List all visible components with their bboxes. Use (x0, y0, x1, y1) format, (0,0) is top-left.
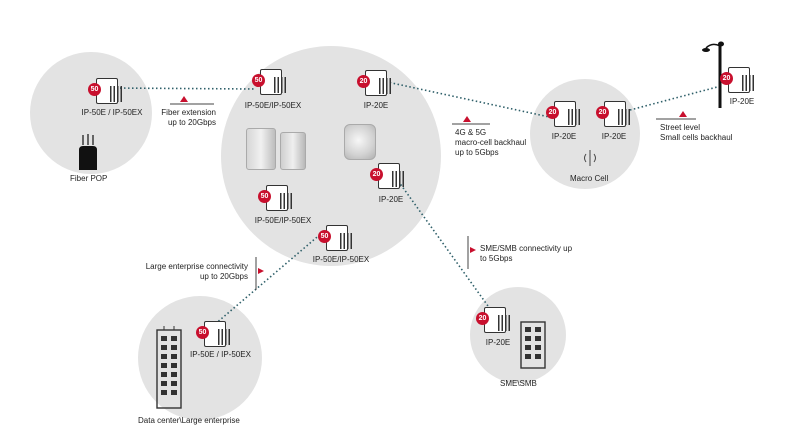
sme-site (470, 287, 566, 383)
macro-device-label-2: IP-20E (601, 132, 627, 141)
macro-backhaul-marker (452, 116, 490, 125)
ip20-device-macro-1: 20 (546, 98, 582, 128)
ip20-device-street: 20 (720, 64, 756, 94)
fiber-pop-device-label: IP-50E / IP-50EX (81, 108, 143, 117)
radio-unit-image (344, 124, 376, 160)
radio-unit-image (280, 132, 306, 170)
ip20-device-macro-2: 20 (596, 98, 632, 128)
sme-caption: SME\SMB (500, 379, 537, 388)
ip50-device-hub-top: 50 (252, 66, 288, 96)
ip50-device-hub-bottom: 50 (318, 222, 354, 252)
radio-unit-image (246, 128, 276, 170)
ip50-device-fiber-pop: 50 (88, 75, 124, 105)
street-device-label: IP-20E (729, 97, 755, 106)
macro-device-label-1: IP-20E (551, 132, 577, 141)
sme-link-marker (467, 236, 476, 269)
hub-device-label-3: IP-50E/IP-50EX (254, 216, 312, 225)
fiber-pop-caption: Fiber POP (70, 174, 108, 183)
ip20-device-sme: 20 (476, 304, 512, 334)
office-building-icon (520, 321, 546, 369)
macro-cell-caption: Macro Cell (570, 174, 609, 183)
sme-device-label: IP-20E (485, 338, 511, 347)
enterprise-link-marker (255, 257, 264, 290)
street-backhaul-marker (656, 111, 696, 120)
ip20-device-hub-top: 20 (357, 67, 393, 97)
macro-cell-site (530, 79, 640, 189)
antenna-icon (584, 150, 596, 166)
ip20-device-hub-mid: 20 (370, 160, 406, 190)
hub-device-label-4: IP-20E (378, 195, 404, 204)
data-center-device-label: IP-50E / IP-50EX (190, 350, 251, 359)
data-center-caption: Data center\Large enterprise (138, 416, 240, 425)
hub-device-label-1: IP-50E/IP-50EX (244, 101, 302, 110)
office-building-icon (156, 326, 182, 409)
router-icon (79, 134, 97, 170)
ip50-device-hub-mid: 50 (258, 182, 294, 212)
hub-device-label-5: IP-50E/IP-50EX (312, 255, 370, 264)
hub-device-label-2: IP-20E (363, 101, 389, 110)
ip50-device-data-center: 50 (196, 318, 232, 348)
fiber-extension-link (107, 87, 257, 90)
data-center-site (138, 296, 262, 420)
fiber-extension-marker (170, 96, 214, 105)
